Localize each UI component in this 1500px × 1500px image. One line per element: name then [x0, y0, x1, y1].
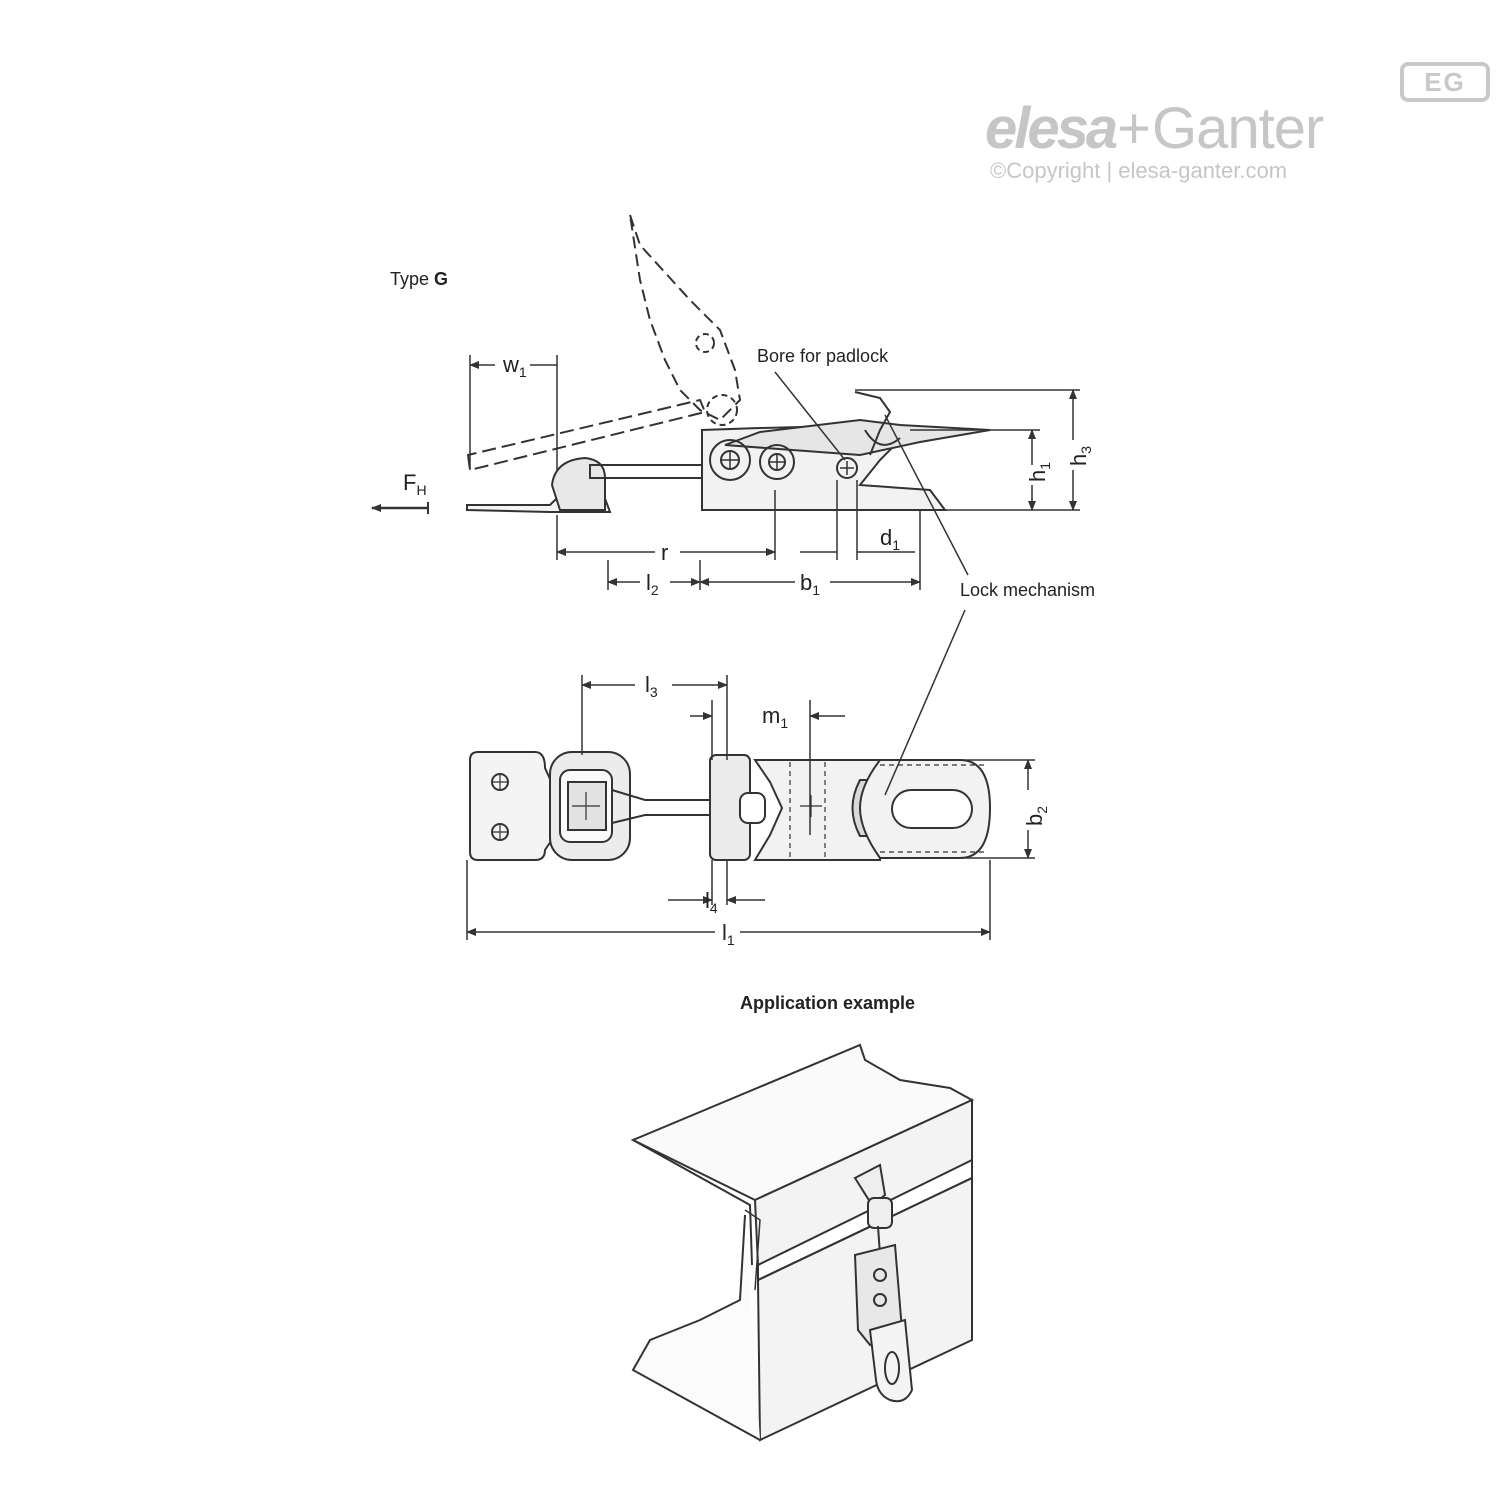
padlock-bore [836, 457, 858, 479]
box-body-left [631, 1214, 761, 1441]
dim-l1: l1 [722, 920, 735, 948]
brand-elesa: elesa [985, 96, 1118, 161]
dim-b2: b2 [1022, 806, 1050, 826]
copyright-notice: ©Copyright | elesa-ganter.com [990, 158, 1288, 183]
open-pivot [706, 394, 738, 426]
lock-mechanism-label: Lock mechanism [960, 580, 1095, 600]
eg-badge-text: EG [1424, 66, 1466, 97]
dim-h1: h1 [1025, 462, 1053, 482]
dim-b1: b1 [800, 570, 820, 598]
app-strike [868, 1318, 914, 1403]
dim-r: r [661, 540, 668, 565]
padlock-bore-notch [864, 429, 901, 446]
brand-ganter: Ganter [1152, 96, 1324, 161]
open-lever-outline [629, 214, 742, 422]
keeper-plate-top [469, 751, 556, 861]
elesa-ganter-logo: elesa+Ganter [985, 95, 1324, 162]
top-view [469, 751, 992, 861]
hook-rod [589, 464, 711, 479]
application-example-drawing [630, 1043, 975, 1442]
dim-l4: l4 [705, 888, 718, 916]
open-lever-hole [695, 333, 715, 353]
eg-badge-logo: EG [1400, 62, 1490, 102]
padlock-slot [891, 789, 973, 829]
lock-hook [854, 391, 892, 456]
app-keeper [853, 1163, 887, 1207]
dim-m1: m1 [762, 703, 788, 731]
pivot-1-inner [720, 450, 740, 470]
side-view [371, 214, 991, 514]
padlock-leader [774, 371, 846, 461]
lock-leader-1 [884, 414, 969, 576]
brand-plus: + [1117, 96, 1151, 161]
side-dimensions [470, 355, 1080, 590]
application-example-title: Application example [740, 993, 915, 1013]
dim-w1: w1 [502, 352, 527, 380]
type-label: Type G [390, 269, 448, 289]
bore-for-padlock-label: Bore for padlock [757, 346, 889, 366]
pivot-2 [759, 444, 795, 480]
top-dimensions [467, 609, 1035, 940]
pivot-1 [709, 439, 751, 481]
dim-fh: FH [403, 470, 427, 498]
dim-d1: d1 [880, 525, 900, 553]
lock-leader-2 [884, 609, 966, 796]
dim-h3: h3 [1066, 446, 1094, 466]
dim-l3: l3 [645, 672, 658, 700]
dim-l2: l2 [646, 570, 659, 598]
